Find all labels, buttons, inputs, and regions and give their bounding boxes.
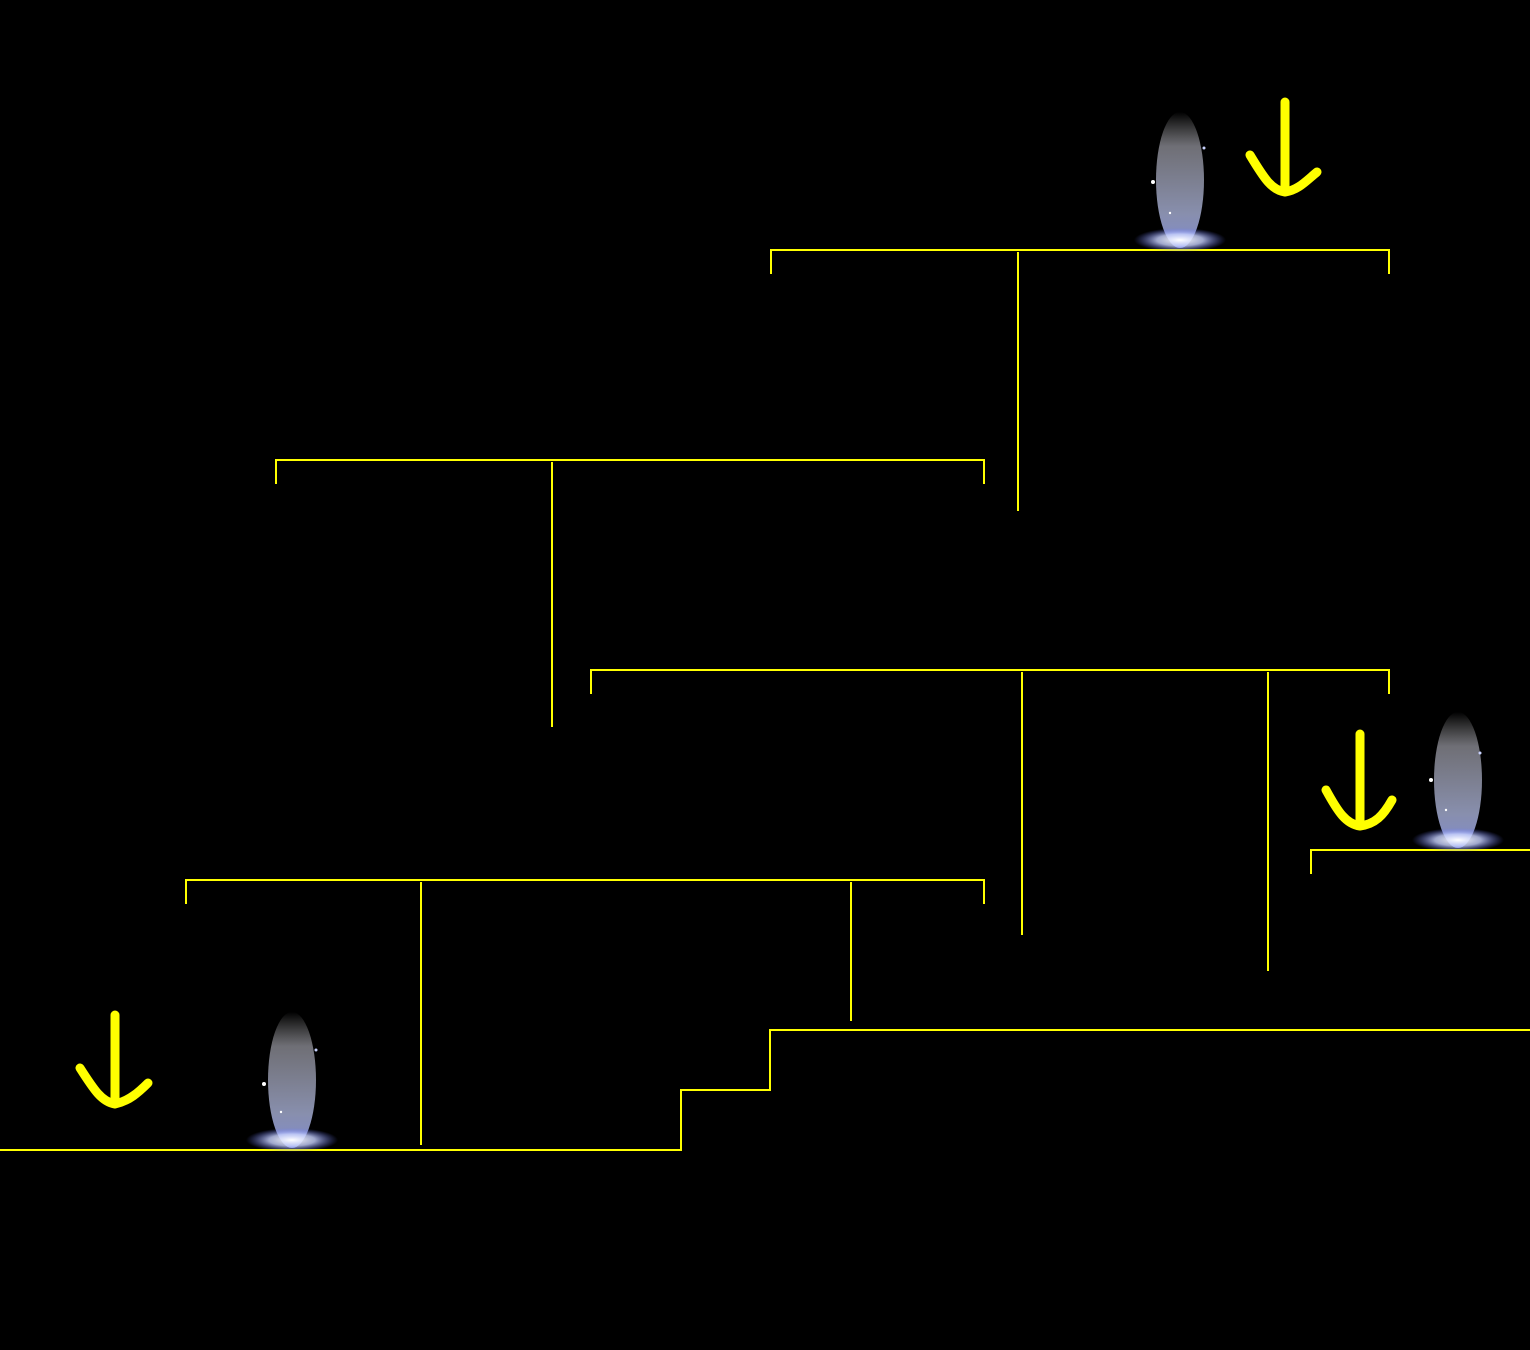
ground-floor xyxy=(0,1029,1530,1151)
portal-top[interactable] xyxy=(1134,112,1226,252)
platform-layer xyxy=(0,249,1530,1151)
arrow-bottom-left-down-icon xyxy=(75,1010,153,1109)
platform-upper-left xyxy=(275,459,985,484)
arrow-right-down-icon xyxy=(1321,729,1397,831)
platform-top xyxy=(770,249,1390,274)
portal-right[interactable] xyxy=(1412,712,1504,852)
arrow-down-icon xyxy=(75,97,1397,1109)
portal-bottom-left[interactable] xyxy=(246,1012,338,1152)
platform-right-ledge xyxy=(1310,849,1530,874)
platform-middle xyxy=(590,669,1390,694)
platform-lower-left xyxy=(185,879,985,904)
arrow-top-down-icon xyxy=(1245,97,1322,197)
